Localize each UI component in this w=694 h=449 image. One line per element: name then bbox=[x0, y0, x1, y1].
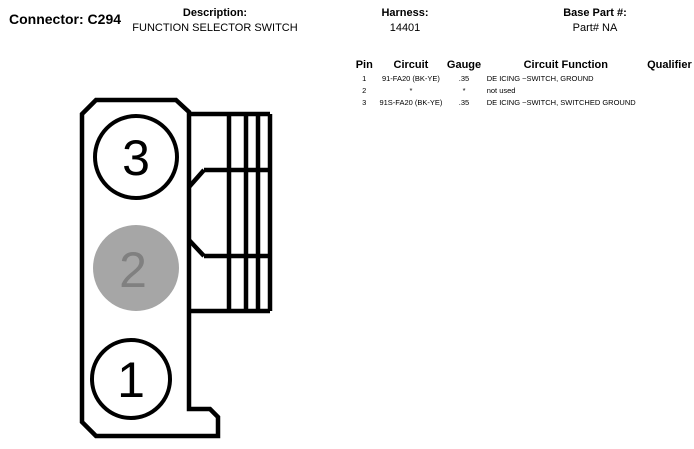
pin-table: Pin Circuit Gauge Circuit Function Quali… bbox=[352, 58, 694, 108]
cell-circuit: 91-FA20 (BK-YE) bbox=[381, 73, 440, 83]
description-label: Description: bbox=[182, 7, 248, 19]
connector-title: Connector: C294 bbox=[9, 11, 122, 27]
cell-pin: 3 bbox=[362, 97, 367, 107]
cell-circuit: 91S-FA20 (BK-YE) bbox=[379, 97, 443, 107]
cell-pin: 2 bbox=[362, 85, 367, 95]
harness-value: 14401 bbox=[389, 22, 421, 34]
pin-cavity-2 bbox=[93, 225, 179, 311]
harness-label: Harness: bbox=[381, 7, 429, 19]
cell-function: not used bbox=[486, 85, 516, 95]
col-gauge: Gauge bbox=[446, 59, 482, 71]
table-row: 2 * * not used bbox=[352, 84, 694, 96]
base-part-value: Part# NA bbox=[572, 22, 618, 34]
table-row: 1 91-FA20 (BK-YE) .35 DE ICING ~SWITCH, … bbox=[352, 72, 694, 84]
cell-gauge: * bbox=[462, 85, 466, 95]
pin-label-2: 2 bbox=[119, 242, 147, 298]
table-row: 3 91S-FA20 (BK-YE) .35 DE ICING ~SWITCH,… bbox=[352, 96, 694, 108]
pin-cavity-3 bbox=[93, 114, 179, 200]
col-pin: Pin bbox=[355, 59, 373, 71]
pin-table-header: Pin Circuit Gauge Circuit Function Quali… bbox=[352, 58, 694, 72]
base-part-label: Base Part #: bbox=[563, 7, 627, 19]
cell-gauge: .35 bbox=[458, 97, 470, 107]
pin-label-3: 3 bbox=[122, 130, 150, 186]
cell-pin: 1 bbox=[362, 73, 367, 83]
connector-latch bbox=[187, 111, 273, 314]
col-circuit: Circuit bbox=[393, 59, 429, 71]
description-value: FUNCTION SELECTOR SWITCH bbox=[132, 22, 298, 34]
pin-cavity-1 bbox=[90, 338, 172, 420]
col-qualifier: Qualifier bbox=[647, 59, 692, 71]
pin-label-1: 1 bbox=[117, 352, 145, 408]
cell-gauge: .35 bbox=[458, 73, 470, 83]
col-circuit-function: Circuit Function bbox=[523, 59, 608, 71]
cell-function: DE ICING ~SWITCH, SWITCHED GROUND bbox=[486, 97, 636, 107]
connector-housing bbox=[79, 97, 221, 439]
cell-function: DE ICING ~SWITCH, GROUND bbox=[486, 73, 594, 83]
cell-circuit: * bbox=[409, 85, 413, 95]
